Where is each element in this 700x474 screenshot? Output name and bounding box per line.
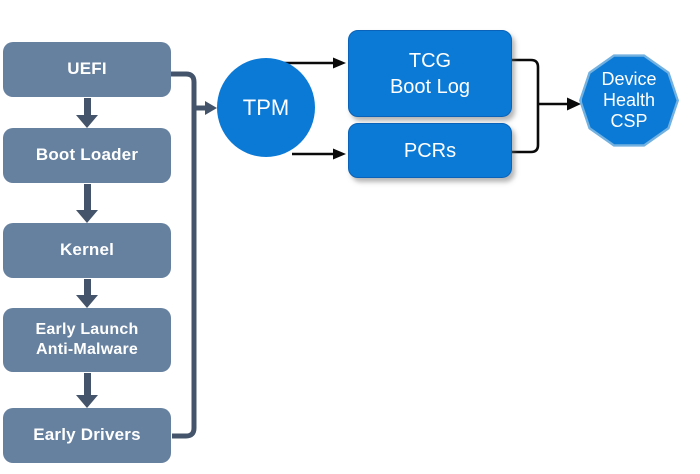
arrow-chain-to-tpm-head xyxy=(205,101,217,115)
down-arrow-elam-to-early-drivers xyxy=(76,373,98,408)
connector-tcg-pcrs-join xyxy=(510,58,540,154)
node-device-health-csp-line3: CSP xyxy=(610,111,648,132)
node-elam-label-line1: Early Launch xyxy=(35,321,139,339)
node-tcg-boot-log-line1: TCG xyxy=(408,49,452,72)
node-pcrs: PCRs xyxy=(348,123,512,178)
down-arrow-shaft xyxy=(83,184,91,210)
down-arrow-head xyxy=(76,395,98,408)
node-pcrs-label: PCRs xyxy=(403,139,457,162)
node-elam-label-line2: Anti-Malware xyxy=(36,341,138,358)
arrow-tpm-to-tcg-boot-log-head xyxy=(333,57,346,69)
down-arrow-head xyxy=(76,115,98,128)
down-arrow-head xyxy=(76,295,98,308)
node-boot-loader: Boot Loader xyxy=(3,128,171,183)
node-kernel: Kernel xyxy=(3,223,171,278)
node-early-launch-anti-malware: Early Launch Anti-Malware xyxy=(3,308,171,372)
node-device-health-csp-line2: Health xyxy=(602,89,656,110)
node-early-drivers-label: Early Drivers xyxy=(33,425,141,445)
down-arrow-uefi-to-bootloader xyxy=(76,98,98,128)
node-uefi: UEFI xyxy=(3,42,171,97)
node-uefi-label: UEFI xyxy=(67,59,107,79)
down-arrow-shaft xyxy=(83,373,91,395)
arrow-tpm-to-pcrs-head xyxy=(333,148,346,160)
down-arrow-head xyxy=(76,210,98,223)
node-device-health-csp-fill: Device Health CSP xyxy=(581,56,677,145)
down-arrow-kernel-to-elam xyxy=(76,279,98,308)
arrow-to-device-health-csp-head xyxy=(567,97,581,111)
down-arrow-shaft xyxy=(83,279,91,295)
node-tcg-boot-log: TCG Boot Log xyxy=(348,30,512,117)
node-tpm-label: TPM xyxy=(242,94,290,120)
connector-uefi-earlydrivers xyxy=(171,71,197,439)
node-kernel-label: Kernel xyxy=(59,240,115,260)
node-tcg-boot-log-line2: Boot Log xyxy=(389,75,471,98)
node-early-drivers: Early Drivers xyxy=(3,408,171,463)
down-arrow-shaft xyxy=(83,98,91,115)
node-boot-loader-label: Boot Loader xyxy=(35,145,139,165)
node-tpm: TPM xyxy=(217,58,315,157)
down-arrow-bootloader-to-kernel xyxy=(76,184,98,223)
node-device-health-csp: Device Health CSP xyxy=(579,54,679,147)
node-device-health-csp-line1: Device xyxy=(601,68,657,89)
